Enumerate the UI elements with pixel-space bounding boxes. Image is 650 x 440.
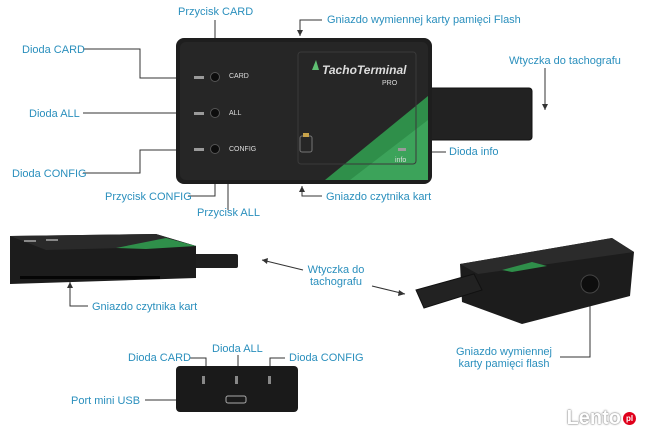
tachoterminal-device-angled-view (415, 238, 634, 324)
label-gniazdo-czytnika-top: Gniazdo czytnika kart (326, 191, 432, 203)
label-gniazdo-flash: Gniazdo wymiennej karty pamięci Flash (327, 14, 521, 26)
label-bottom-dioda-card: Dioda CARD (128, 352, 191, 364)
tachoterminal-device-bottom-edge (176, 366, 298, 412)
brand-logo-text: TachoTerminal (322, 63, 407, 77)
label-gniazdo-flash-line2: karty pamięci flash (458, 358, 550, 370)
lento-watermark-badge: pl (623, 412, 636, 426)
label-gniazdo-czytnika-mid: Gniazdo czytnika kart (92, 301, 198, 313)
brand-edition: PRO (382, 80, 398, 87)
label-dioda-card: Dioda CARD (22, 44, 85, 56)
label-gniazdo-flash-bottom: Gniazdo wymiennej karty pamięci flash (448, 346, 560, 370)
label-dioda-info: Dioda info (449, 146, 499, 158)
button-label-config: CONFIG (229, 146, 257, 153)
lento-watermark-text: Lento (566, 407, 621, 429)
label-bottom-dioda-config: Dioda CONFIG (289, 352, 364, 364)
tachoterminal-device-side-view (10, 234, 238, 284)
label-wtyczka-mid: Wtyczka do tachografu (300, 264, 372, 288)
tachoterminal-device-front (176, 38, 533, 184)
label-przycisk-config: Przycisk CONFIG (105, 191, 192, 203)
label-gniazdo-flash-line1: Gniazdo wymiennej (456, 346, 552, 358)
label-bottom-dioda-all: Dioda ALL (212, 343, 263, 355)
label-wtyczka-mid-line1: Wtyczka do (307, 264, 365, 276)
label-port-usb: Port mini USB (71, 395, 141, 407)
button-label-all: ALL (229, 110, 242, 117)
label-przycisk-all: Przycisk ALL (197, 207, 260, 219)
info-led-label: info (395, 157, 407, 164)
button-label-card: CARD (229, 73, 249, 80)
label-dioda-config: Dioda CONFIG (12, 168, 87, 180)
label-wtyczka-top: Wtyczka do tachografu (509, 55, 621, 67)
label-dioda-all: Dioda ALL (29, 108, 80, 120)
label-wtyczka-mid-line2: tachografu (310, 276, 362, 288)
label-przycisk-card: Przycisk CARD (178, 6, 254, 18)
